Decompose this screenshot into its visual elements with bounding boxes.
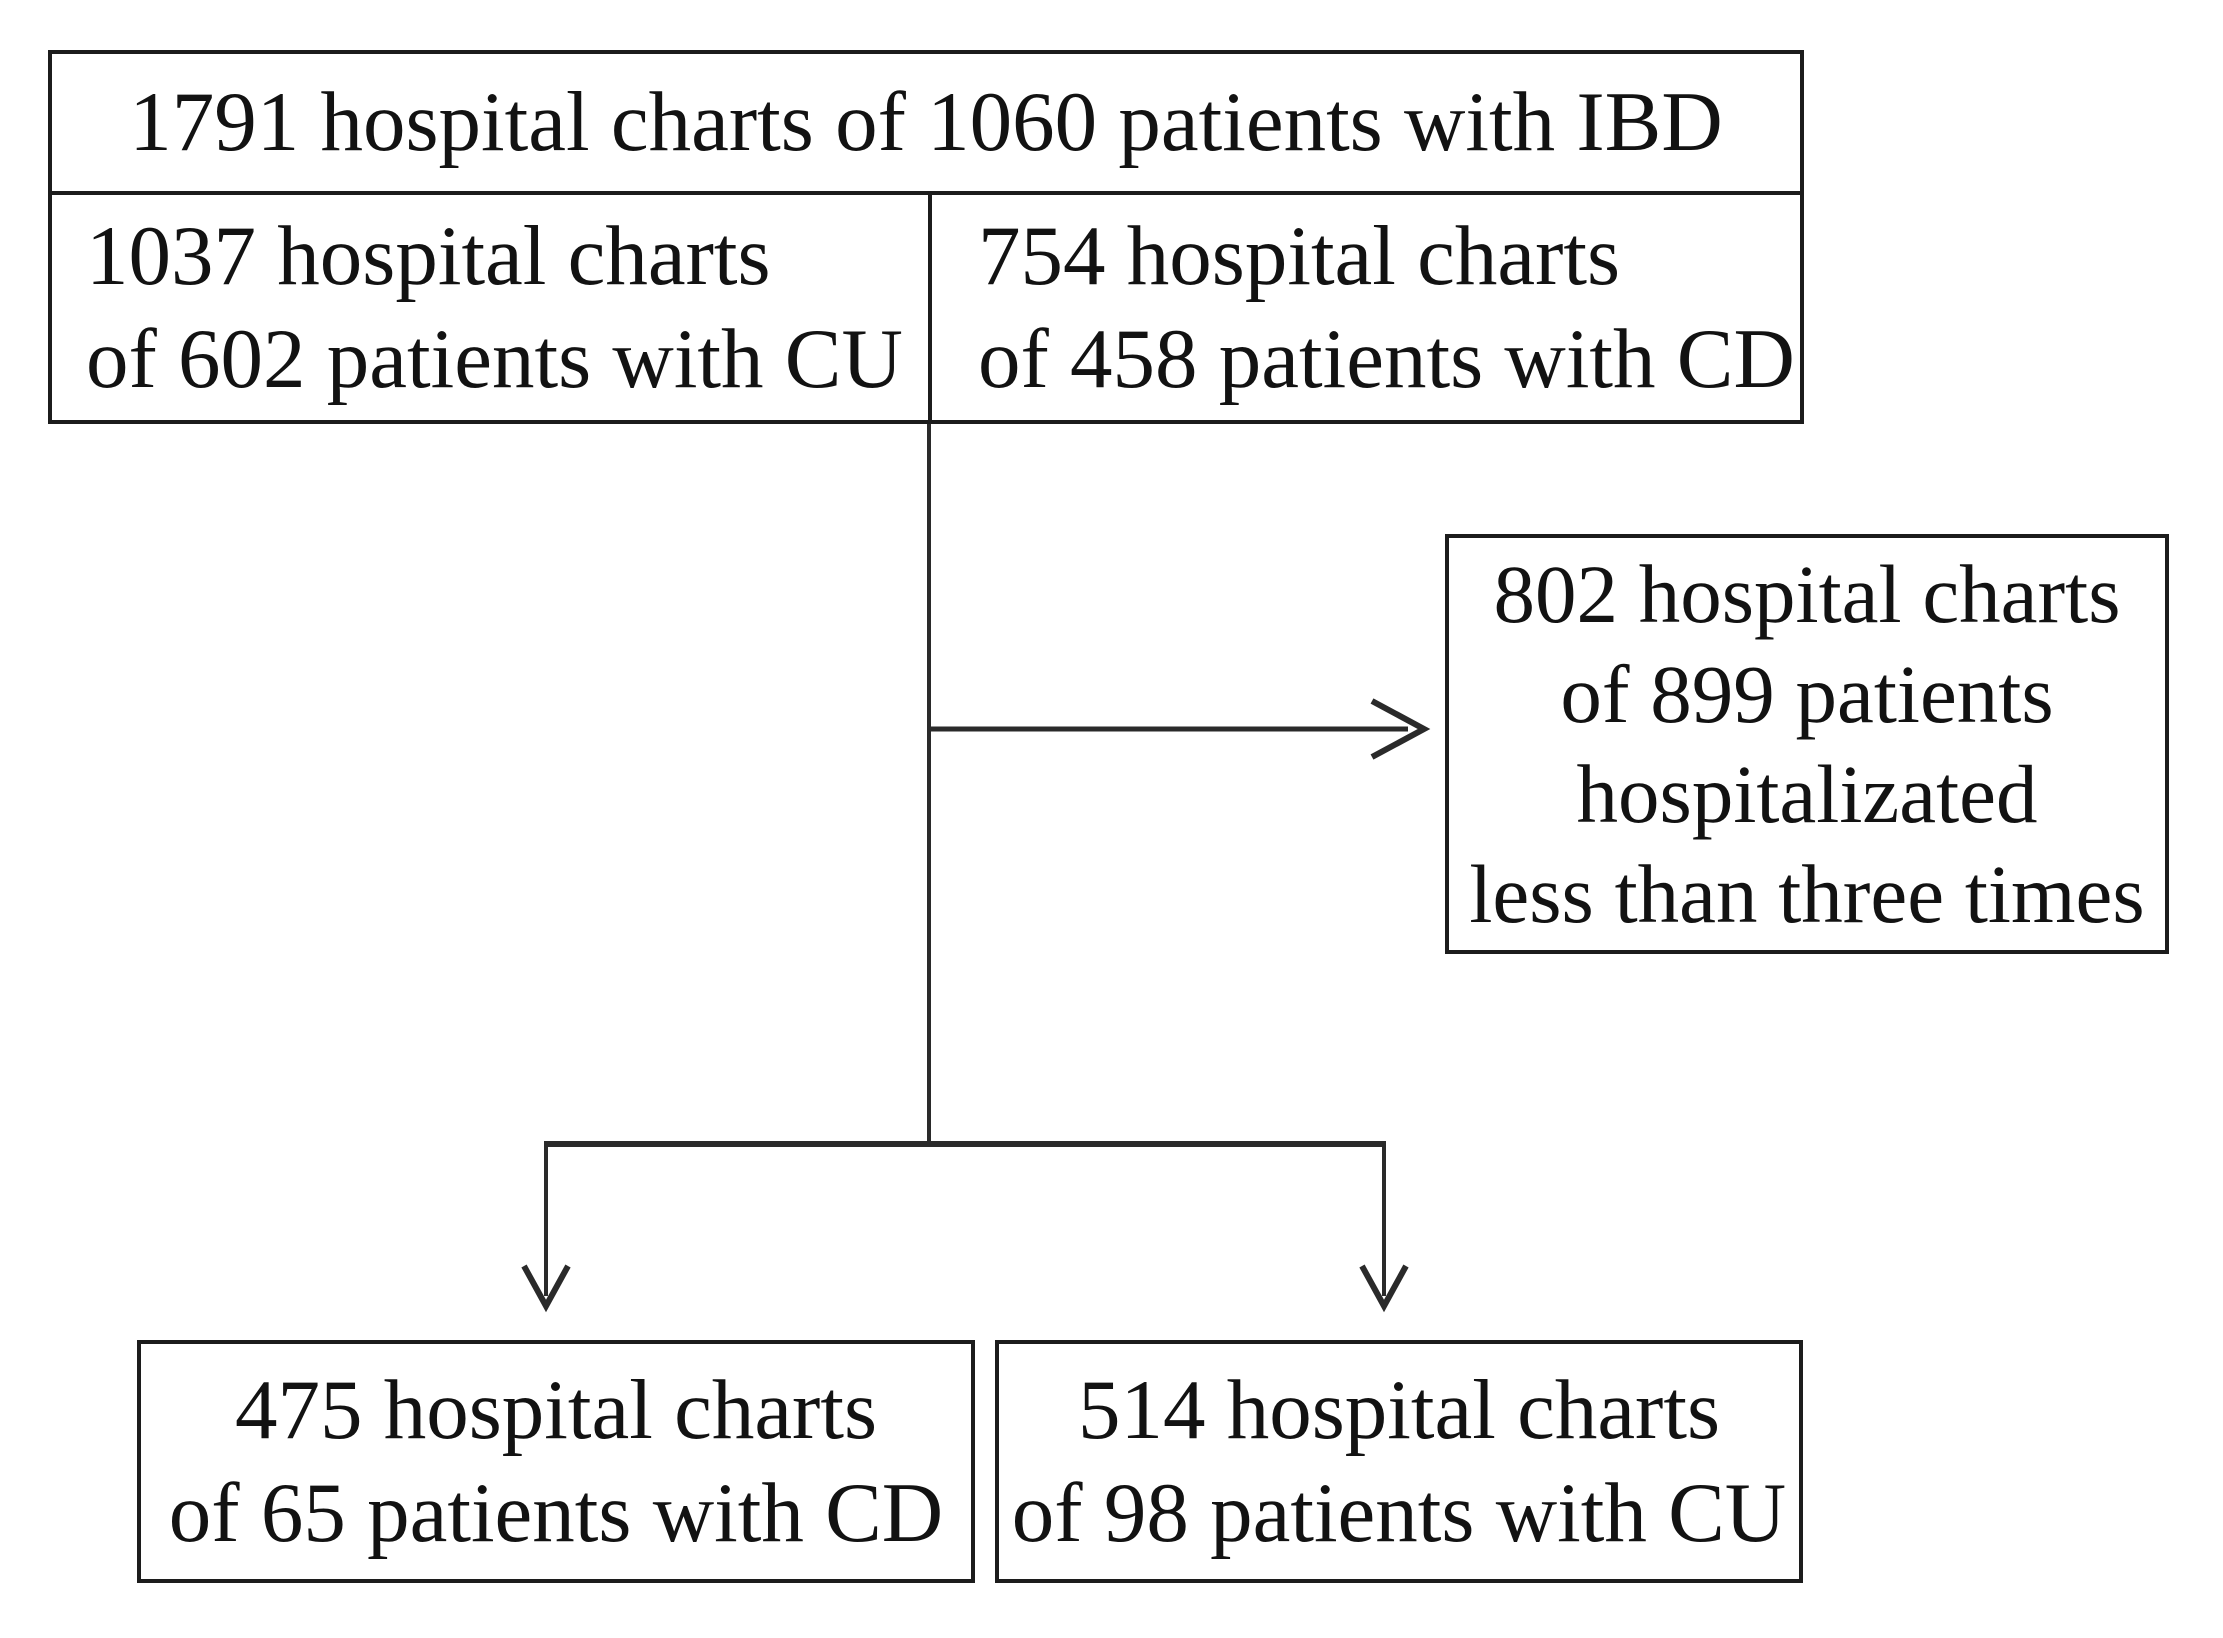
node-text: 802 hospital charts: [1493, 548, 2121, 640]
node-total-ibd-charts: 1791 hospital charts of 1060 patients wi…: [48, 50, 1804, 195]
node-cu-charts: 1037 hospital charts of 602 patients wit…: [48, 191, 932, 424]
arrow-to-final-cd-head: [521, 1264, 571, 1313]
arrow-to-final-cu-head: [1359, 1264, 1409, 1313]
node-text: of 65 patients with CD: [168, 1465, 944, 1560]
node-final-cu-charts: 514 hospital charts of 98 patients with …: [995, 1340, 1803, 1583]
node-excluded-less-than-three-times: 802 hospital charts of 899 patients hosp…: [1445, 534, 2169, 954]
node-text: 475 hospital charts: [234, 1362, 878, 1457]
node-text: less than three times: [1469, 848, 2145, 940]
node-cd-charts: 754 hospital charts of 458 patients with…: [928, 191, 1804, 424]
node-final-cd-charts: 475 hospital charts of 65 patients with …: [137, 1340, 975, 1583]
node-text: 514 hospital charts: [1077, 1362, 1721, 1457]
node-text: of 899 patients: [1560, 648, 2054, 740]
node-text: hospitalizated: [1576, 748, 2038, 840]
node-text: of 98 patients with CU: [1011, 1465, 1787, 1560]
node-text: 1791 hospital charts of 1060 patients wi…: [129, 75, 1723, 169]
node-text: 754 hospital charts: [978, 208, 1621, 303]
node-text: of 602 patients with CU: [86, 311, 903, 406]
arrow-to-excluded-head: [1370, 698, 1431, 760]
node-text: 1037 hospital charts: [86, 208, 771, 303]
node-text: of 458 patients with CD: [978, 311, 1795, 406]
